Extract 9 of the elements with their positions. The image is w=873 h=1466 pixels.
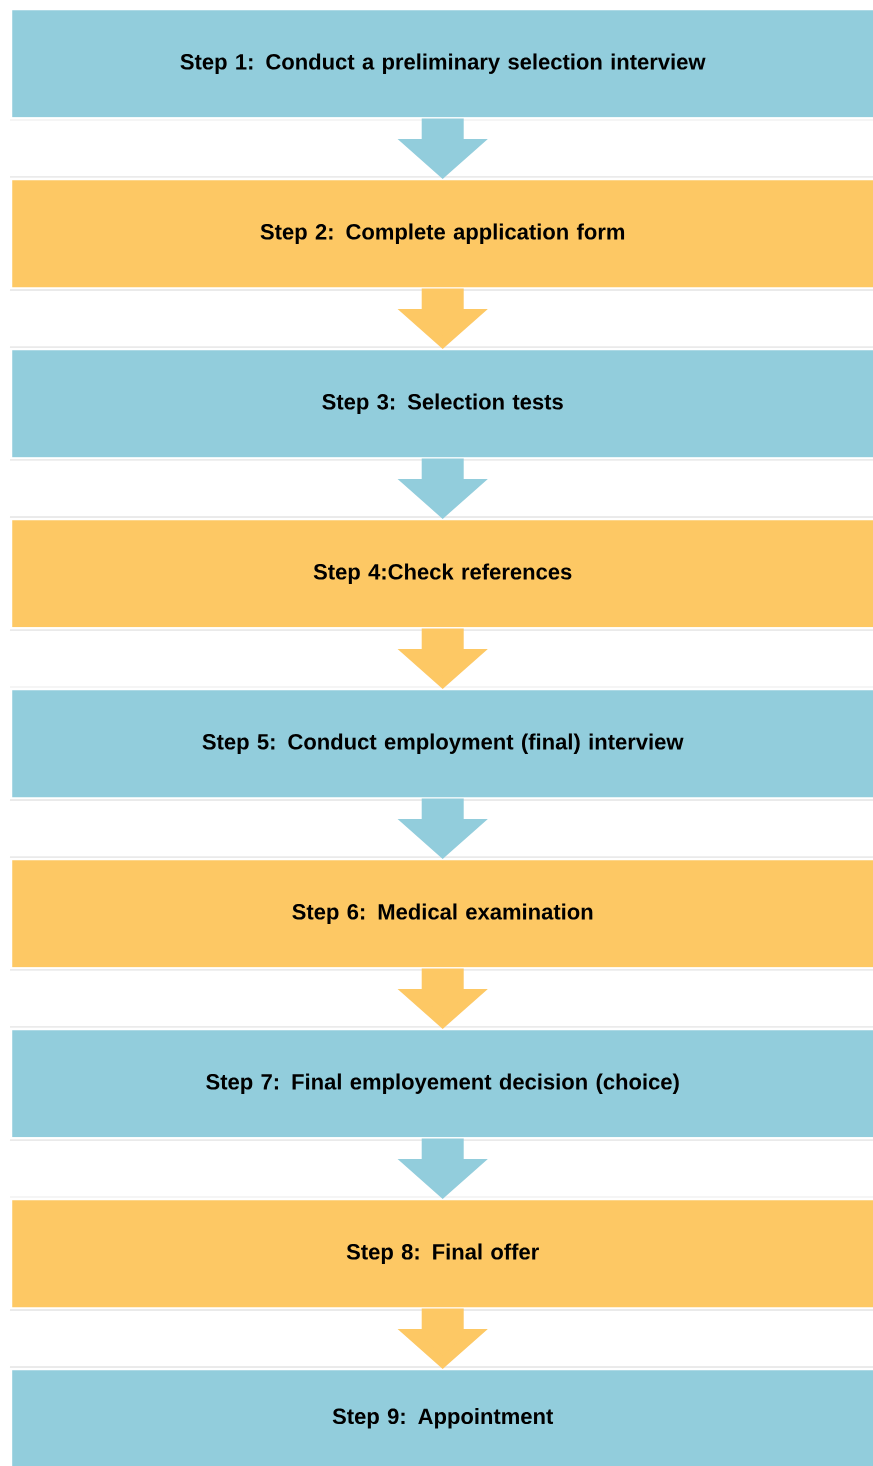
process-box: Step 5: Conduct employment (final) interview — [12, 690, 873, 798]
process-box: Step 1: Conduct a preliminary selection interview — [12, 10, 873, 118]
process-box: Step 4:Check references — [12, 520, 873, 628]
process-box: Step 9: Appointment — [12, 1370, 873, 1466]
process-box: Step 7: Final employement decision (choice) — [12, 1030, 873, 1138]
process-box: Step 6: Medical examination — [12, 860, 873, 968]
process-box: Step 8: Final offer — [12, 1200, 873, 1308]
process-box: Step 3: Selection tests — [12, 350, 873, 458]
process-box: Step 2: Complete application form — [12, 180, 873, 288]
